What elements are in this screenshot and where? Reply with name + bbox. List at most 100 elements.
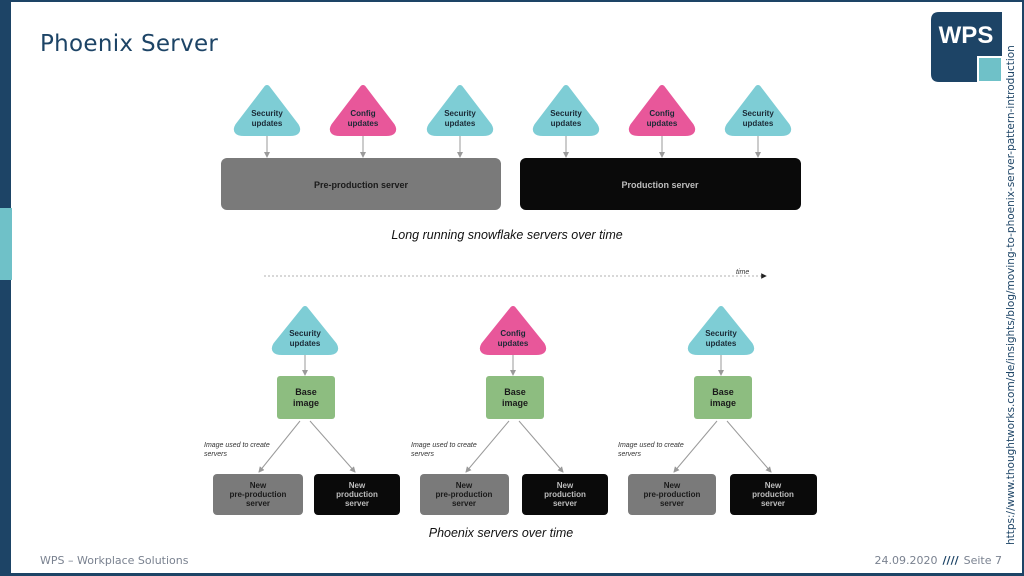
bottom-border — [11, 573, 1024, 576]
note-line2: servers — [411, 451, 434, 458]
trigger-line1: Security — [705, 329, 737, 338]
top-trigger-3: Security updates — [426, 85, 494, 158]
top-triggers: Security updates Config updates Security… — [233, 85, 792, 158]
base-line2: image — [710, 398, 736, 408]
base-image-box — [486, 376, 544, 419]
preprod-line1: New — [664, 481, 681, 490]
trigger-shape — [628, 85, 696, 136]
preprod-server-box — [221, 158, 501, 210]
phoenix-group-1: Security updates Base image Image used t… — [204, 306, 400, 515]
preprod-line3: server — [452, 499, 476, 508]
top-trigger-2: Config updates — [329, 85, 397, 158]
new-preprod-box — [213, 474, 303, 515]
left-accent-mark — [0, 208, 12, 280]
trigger-line2: updates — [445, 119, 476, 128]
trigger-line1: Config — [500, 329, 525, 338]
arrow-to-preprod — [258, 420, 301, 473]
top-trigger-4: Security updates — [532, 85, 600, 158]
trigger-shape — [687, 306, 755, 355]
top-trigger-6: Security updates — [724, 85, 792, 158]
trigger-line2: updates — [551, 119, 582, 128]
logo-accent-square — [977, 56, 1002, 82]
preprod-line1: New — [456, 481, 473, 490]
new-prod-box — [522, 474, 608, 515]
footer-separator: //// — [942, 554, 959, 567]
footer-company: WPS – Workplace Solutions — [40, 554, 189, 567]
prod-line2: production — [544, 490, 586, 499]
prod-server-label: Production server — [621, 180, 699, 190]
trigger-line1: Security — [550, 109, 582, 118]
trigger-line1: Security — [742, 109, 774, 118]
trigger-line2: updates — [348, 119, 379, 128]
arrow-to-preprod — [673, 420, 718, 473]
trigger-line2: updates — [290, 339, 321, 348]
base-line1: Base — [295, 387, 317, 397]
prod-line3: server — [553, 499, 577, 508]
new-prod-box — [730, 474, 817, 515]
top-border — [11, 0, 1024, 2]
prod-line3: server — [345, 499, 369, 508]
trigger-line1: Security — [251, 109, 283, 118]
prod-line2: production — [336, 490, 378, 499]
trigger-shape — [724, 85, 792, 136]
trigger-shape — [329, 85, 397, 136]
prod-line3: server — [761, 499, 785, 508]
footer-page: Seite 7 — [963, 554, 1002, 567]
prod-server-box — [520, 158, 801, 210]
prod-line2: production — [752, 490, 794, 499]
trigger-line1: Config — [350, 109, 375, 118]
base-line1: Base — [504, 387, 526, 397]
note-line1: Image used to create — [618, 442, 684, 449]
base-line2: image — [502, 398, 528, 408]
preprod-line3: server — [660, 499, 684, 508]
logo-text: WPS — [939, 22, 994, 49]
footer-meta: 24.09.2020 //// Seite 7 — [875, 554, 1002, 567]
trigger-line2: updates — [743, 119, 774, 128]
base-image-box — [277, 376, 335, 419]
trigger-shape — [479, 306, 547, 355]
note-line2: servers — [204, 451, 227, 458]
new-prod-box — [314, 474, 400, 515]
arrow-to-prod — [518, 420, 564, 473]
trigger-line2: updates — [252, 119, 283, 128]
preprod-server-label: Pre-production server — [314, 180, 409, 190]
preprod-line2: pre-production — [644, 490, 701, 499]
left-brand-bar — [0, 0, 11, 576]
timeline-label: time — [736, 269, 749, 276]
footer-date: 24.09.2020 — [874, 554, 938, 567]
preprod-line3: server — [246, 499, 270, 508]
trigger-line1: Security — [444, 109, 476, 118]
prod-line1: New — [557, 481, 574, 490]
trigger-line1: Security — [289, 329, 321, 338]
trigger-shape — [426, 85, 494, 136]
new-preprod-box — [420, 474, 509, 515]
phoenix-group-2: Config updates Base image Image used to … — [411, 306, 608, 515]
prod-line1: New — [765, 481, 782, 490]
note-line2: servers — [618, 451, 641, 458]
top-trigger-1: Security updates — [233, 85, 301, 158]
slide-title: Phoenix Server — [40, 31, 219, 57]
trigger-line2: updates — [647, 119, 678, 128]
note-line1: Image used to create — [204, 442, 270, 449]
arrow-to-prod — [309, 420, 356, 473]
trigger-line2: updates — [706, 339, 737, 348]
new-preprod-box — [628, 474, 716, 515]
top-trigger-5: Config updates — [628, 85, 696, 158]
trigger-shape — [532, 85, 600, 136]
trigger-shape — [233, 85, 301, 136]
trigger-line1: Config — [649, 109, 674, 118]
phoenix-group-3: Security updates Base image Image used t… — [618, 306, 817, 515]
preprod-line1: New — [250, 481, 267, 490]
preprod-line2: pre-production — [230, 490, 287, 499]
right-border — [1022, 0, 1024, 576]
bottom-caption: Phoenix servers over time — [429, 526, 574, 540]
top-caption: Long running snowflake servers over time — [391, 228, 622, 242]
note-line1: Image used to create — [411, 442, 477, 449]
base-line1: Base — [712, 387, 734, 397]
trigger-line2: updates — [498, 339, 529, 348]
base-image-box — [694, 376, 752, 419]
arrow-to-preprod — [465, 420, 510, 473]
trigger-shape — [271, 306, 339, 355]
